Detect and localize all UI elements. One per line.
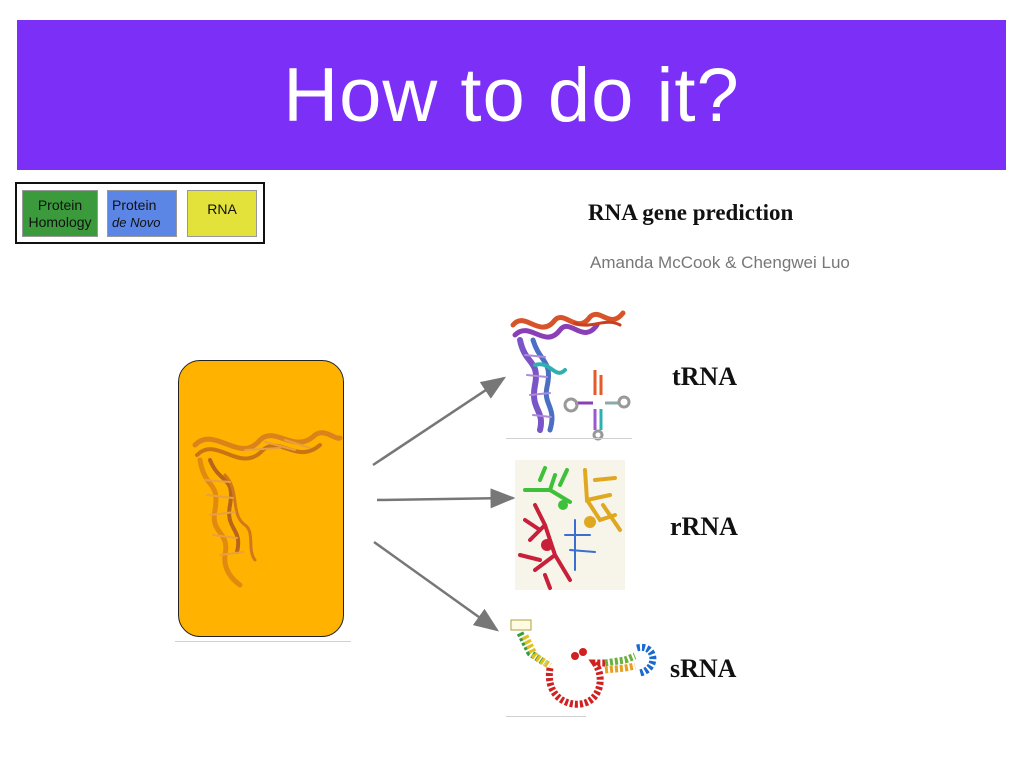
legend-protein-denovo-line1: Protein <box>112 196 157 213</box>
arrow-to-srna <box>373 540 500 632</box>
label-trna: tRNA <box>672 362 737 391</box>
legend-protein-homology-line1: Protein <box>37 196 83 213</box>
slide-title: How to do it? <box>283 52 740 138</box>
category-legend: Protein Homology Protein de Novo RNA <box>15 182 265 244</box>
section-heading: RNA gene prediction <box>588 200 794 225</box>
srna-structure-icon <box>510 619 657 708</box>
label-rrna: rRNA <box>670 512 738 541</box>
legend-rna: RNA <box>187 190 257 237</box>
legend-protein-homology-line2: Homology <box>28 213 92 230</box>
label-srna: sRNA <box>670 654 737 683</box>
title-bar: How to do it? <box>17 20 1006 170</box>
legend-protein-denovo-line2: de Novo <box>112 214 161 230</box>
arrow-to-rrna <box>376 488 516 509</box>
srna-image-baseline <box>506 716 586 717</box>
legend-rna-label: RNA <box>207 201 237 217</box>
authors-line: Amanda McCook & Chengwei Luo <box>590 253 850 272</box>
rna-structure-icon <box>192 430 343 588</box>
rrna-structure-icon <box>515 460 625 590</box>
source-image-baseline <box>175 641 351 642</box>
arrow-to-trna <box>372 376 507 467</box>
legend-protein-denovo: Protein de Novo <box>107 190 177 237</box>
legend-protein-homology: Protein Homology <box>22 190 98 237</box>
rna-source-box <box>178 360 344 637</box>
trna-image-baseline <box>506 438 632 439</box>
trna-structure-icon <box>510 310 631 441</box>
